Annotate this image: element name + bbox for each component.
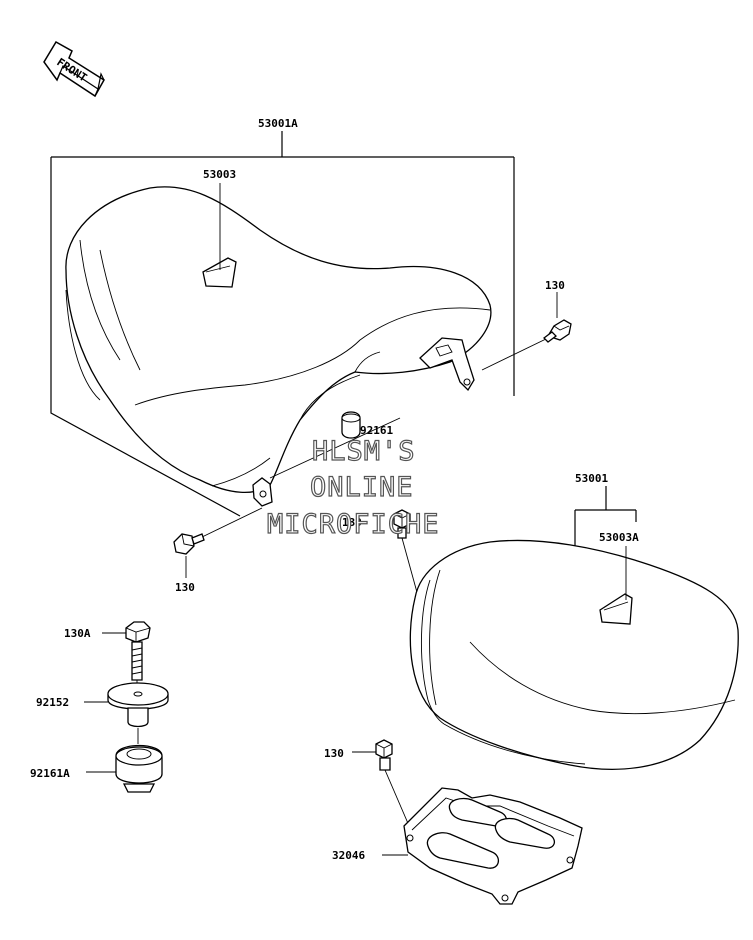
- collar-92152: [107, 682, 169, 728]
- bolt-130-left: [173, 533, 205, 555]
- label-130A: 130A: [64, 627, 91, 640]
- label-92152: 92152: [36, 696, 69, 709]
- bolt-130A: [125, 621, 151, 681]
- watermark-line-1: HLSM'S: [312, 436, 416, 467]
- bolt-130-mid: [393, 509, 411, 539]
- front-seat-53001: [409, 539, 739, 770]
- watermark: HLSM'S ONLINE MICROFICHE: [266, 435, 440, 540]
- assembly-bracket-53001: [574, 486, 637, 555]
- label-92161: 92161: [360, 424, 393, 437]
- label-53003: 53003: [203, 168, 236, 181]
- label-92161A: 92161A: [30, 767, 70, 780]
- plate-32046: [403, 787, 583, 905]
- grommet-92161A: [115, 744, 163, 793]
- label-32046: 32046: [332, 849, 365, 862]
- front-arrow-icon: FRONT: [43, 40, 106, 98]
- watermark-line-2: ONLINE: [310, 472, 414, 503]
- bolt-130-bottom: [375, 739, 393, 771]
- grommet-92161: [341, 411, 361, 439]
- bolt-130-top: [543, 319, 572, 343]
- label-130-left: 130: [175, 581, 195, 594]
- label-130-top: 130: [545, 279, 565, 292]
- rear-seat-53003: [65, 186, 492, 507]
- label-53001A: 53001A: [258, 117, 298, 130]
- assembly-bracket-53001A: [50, 131, 515, 517]
- label-53001: 53001: [575, 472, 608, 485]
- label-130-bottom: 130: [324, 747, 344, 760]
- watermark-line-3: MICROFICHE: [267, 509, 440, 540]
- label-130-mid: 130: [342, 516, 362, 529]
- label-53003A: 53003A: [599, 531, 639, 544]
